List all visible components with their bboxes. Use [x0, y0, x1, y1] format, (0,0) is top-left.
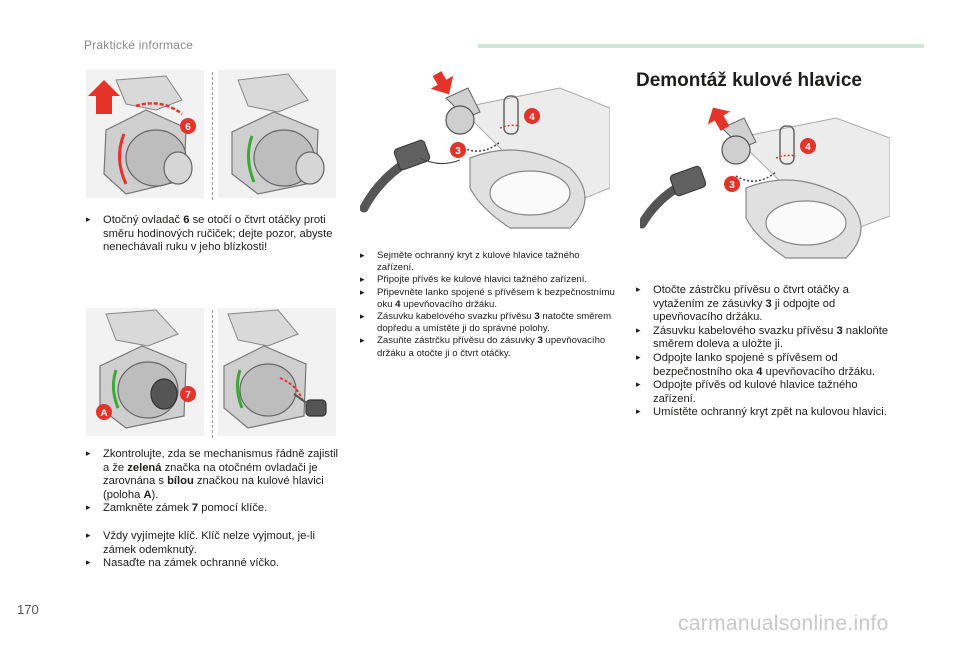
triangle-bullet-icon: ▸	[86, 449, 91, 459]
triangle-bullet-icon: ▸	[360, 312, 365, 323]
triangle-bullet-icon: ▸	[360, 251, 365, 261]
list-item: ▸Odpojte přívěs od kulové hlavice tažnéh…	[636, 379, 858, 405]
triangle-bullet-icon: ▸	[86, 215, 91, 225]
instructions-knob: ▸Otočný ovladač 6 se otočí o čtvrt otáčk…	[86, 214, 344, 255]
callout-4: 4	[805, 142, 811, 153]
up-arrow-icon	[707, 107, 731, 131]
triangle-bullet-icon: ▸	[86, 503, 91, 514]
callout-4: 4	[529, 112, 535, 123]
callout-7: 7	[185, 390, 191, 401]
triangle-bullet-icon: ▸	[360, 275, 365, 286]
list-item: ▸Zkontrolujte, zda se mechanismus řádně …	[86, 448, 339, 501]
section-title: Demontáž kulové hlavice	[636, 70, 862, 91]
list-item: ▸Zásuvku kabelového svazku přívěsu 3 nat…	[360, 311, 612, 335]
callout-6: 6	[185, 122, 191, 133]
illustration-trailer-disconnect: 3 4	[640, 104, 890, 264]
separator	[212, 310, 213, 438]
watermark: carmanualsonline.info	[678, 612, 889, 635]
triangle-bullet-icon: ▸	[636, 380, 641, 391]
instructions-connect: ▸Sejměte ochranný kryt z kulové hlavice …	[360, 250, 618, 360]
up-arrow-icon	[88, 80, 120, 114]
triangle-bullet-icon: ▸	[636, 325, 641, 336]
instructions-lock: ▸Zkontrolujte, zda se mechanismus řádně …	[86, 448, 344, 516]
list-item: ▸Sejměte ochranný kryt z kulové hlavice …	[360, 250, 580, 274]
list-item: ▸Zamkněte zámek 7 pomocí klíče.	[86, 502, 268, 515]
list-item: ▸Vždy vyjímejte klíč. Klíč nelze vyjmout…	[86, 530, 315, 556]
illustration-trailer-connect: 3 4	[360, 68, 610, 238]
list-item: ▸Umístěte ochranný kryt zpět na kulovou …	[636, 406, 887, 419]
list-item: ▸Zasuňte zástrčku přívěsu do zásuvky 3 u…	[360, 335, 606, 359]
section-header: Praktické informace	[84, 38, 194, 52]
triangle-bullet-icon: ▸	[360, 287, 365, 298]
illustration-lock-position-a: 7 A	[86, 308, 204, 436]
list-item: ▸Připojte přívěs ke kulové hlavici tažné…	[360, 274, 588, 286]
list-item: ▸Nasaďte na zámek ochranné víčko.	[86, 557, 280, 570]
triangle-bullet-icon: ▸	[360, 336, 365, 347]
list-item: ▸Otočný ovladač 6 se otočí o čtvrt otáčk…	[86, 214, 333, 254]
page-number: 170	[17, 602, 39, 617]
illustration-lock-cap	[218, 308, 336, 436]
header-bar	[478, 44, 924, 48]
callout-a: A	[100, 408, 107, 419]
callout-3: 3	[455, 146, 461, 157]
separator	[212, 72, 213, 200]
callout-3: 3	[729, 180, 735, 191]
triangle-bullet-icon: ▸	[636, 352, 641, 363]
triangle-bullet-icon: ▸	[86, 531, 91, 541]
triangle-bullet-icon: ▸	[636, 285, 641, 295]
illustration-knob-aligned	[218, 70, 336, 198]
triangle-bullet-icon: ▸	[86, 558, 91, 569]
list-item: ▸Připevněte lanko spojené s přívěsem k b…	[360, 286, 615, 310]
illustration-knob-rotate: 6	[86, 70, 204, 198]
list-item: ▸Odpojte lanko spojené s přívěsem od bez…	[636, 351, 876, 378]
list-item: ▸Otočte zástrčku přívěsu o čtvrt otáčky …	[636, 284, 849, 324]
down-arrow-icon	[430, 71, 454, 95]
instructions-key: ▸Vždy vyjímejte klíč. Klíč nelze vyjmout…	[86, 530, 344, 571]
triangle-bullet-icon: ▸	[636, 407, 641, 418]
list-item: ▸Zásuvku kabelového svazku přívěsu 3 nak…	[636, 324, 889, 351]
instructions-disconnect: ▸Otočte zástrčku přívěsu o čtvrt otáčky …	[636, 284, 898, 420]
